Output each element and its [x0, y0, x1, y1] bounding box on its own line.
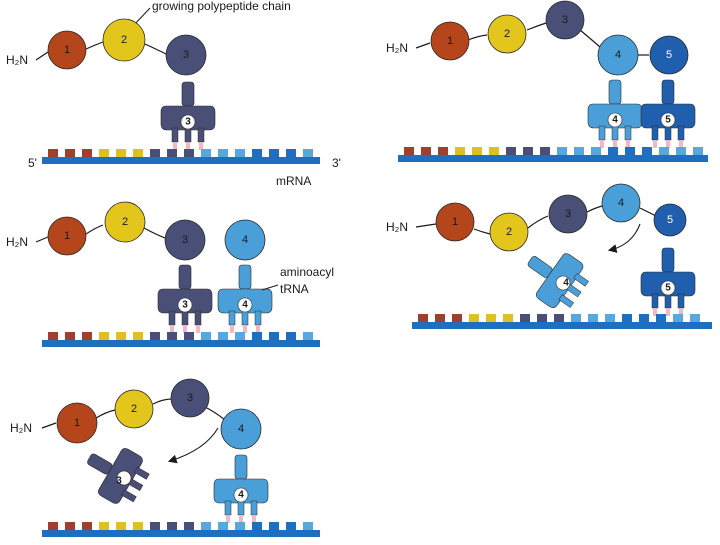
residue-5 — [649, 35, 689, 75]
panel-5: H₂N 1 2 3 4 5 5 4 — [386, 183, 712, 329]
residue-2-number: 2 — [121, 34, 127, 46]
trna-5-number: 5 — [665, 115, 671, 126]
trna-5 — [640, 79, 696, 148]
mrna-strand-3 — [42, 522, 320, 537]
release-arrow — [607, 223, 641, 253]
residue-1-number: 1 — [452, 216, 458, 228]
trna-5 — [640, 247, 696, 316]
panel-1: growing polypeptide chain H₂N 1 2 3 5' 3… — [6, 0, 341, 188]
released-trna-3-number: 3 — [116, 476, 122, 487]
residue-4 — [220, 408, 262, 450]
trna-5-number: 5 — [665, 283, 671, 294]
residue-3 — [165, 34, 207, 76]
residue-1 — [56, 402, 98, 444]
residue-5 — [653, 203, 687, 237]
residue-2-number: 2 — [504, 28, 510, 40]
residue-1 — [47, 216, 87, 256]
residue-3-number: 3 — [183, 49, 189, 61]
residue-3 — [545, 0, 585, 40]
mrna-strand-1 — [42, 149, 320, 164]
residue-2 — [104, 201, 146, 243]
residue-5-number: 5 — [666, 49, 672, 61]
trna-4 — [213, 454, 269, 523]
residue-4-number: 4 — [615, 49, 621, 61]
mrna-strand-5 — [412, 314, 712, 329]
panel-3: H₂N 1 2 3 4 4 3 — [10, 378, 320, 537]
residue-1-number: 1 — [64, 230, 70, 242]
residue-4-number: 4 — [238, 423, 244, 435]
three-prime-label: 3' — [332, 156, 341, 170]
released-trna-3 — [87, 448, 150, 504]
amino-terminus-label: H₂N — [386, 220, 408, 234]
panel-2: H₂N 1 2 3 4 aminoacyl tRNA 3 4 — [6, 201, 334, 347]
residue-3 — [548, 194, 588, 234]
residue-2-number: 2 — [122, 216, 128, 228]
amino-terminus-label: H₂N — [10, 421, 32, 435]
release-arrow — [167, 427, 219, 464]
residue-4 — [601, 183, 641, 223]
residue-3 — [164, 219, 206, 261]
aminoacyl-pointer — [261, 284, 279, 291]
residue-1 — [47, 30, 87, 70]
residue-1 — [435, 202, 475, 242]
trna-3-number: 3 — [185, 117, 191, 128]
residue-4 — [224, 219, 266, 261]
released-trna-4 — [527, 253, 589, 308]
residue-2-number: 2 — [506, 226, 512, 238]
residue-3-number: 3 — [187, 392, 193, 404]
trna-4-number: 4 — [238, 490, 244, 501]
residue-2 — [487, 14, 527, 54]
aminoacyl-label-line-2: tRNA — [280, 282, 309, 296]
residue-1-number: 1 — [64, 44, 70, 56]
trna-3 — [160, 81, 216, 150]
trna-4-number: 4 — [612, 115, 618, 126]
released-trna-4-number: 4 — [563, 278, 569, 289]
residue-5-number: 5 — [667, 214, 673, 226]
trna-4 — [217, 264, 273, 333]
residue-4-number: 4 — [242, 234, 248, 246]
mrna-strand-2 — [42, 332, 320, 347]
residue-1-number: 1 — [447, 35, 453, 47]
mrna-label: mRNA — [276, 174, 311, 188]
residue-1 — [430, 21, 470, 61]
trna-4 — [587, 79, 643, 148]
residue-2 — [489, 212, 529, 252]
residue-2 — [102, 18, 146, 62]
aminoacyl-label-line-1: aminoacyl — [280, 265, 334, 279]
panel-4: H₂N 1 2 3 4 5 4 5 — [386, 0, 708, 162]
residue-4-number: 4 — [618, 197, 624, 209]
residue-3 — [170, 378, 210, 418]
trna-3-number: 3 — [182, 300, 188, 311]
mrna-strand-4 — [398, 147, 708, 162]
trna-3 — [157, 264, 213, 333]
five-prime-label: 5' — [28, 156, 37, 170]
residue-2 — [114, 389, 154, 429]
residue-4 — [597, 34, 639, 76]
residue-3-number: 3 — [565, 208, 571, 220]
growing-chain-label: growing polypeptide chain — [152, 0, 291, 13]
residue-2-number: 2 — [131, 403, 137, 415]
amino-terminus-label: H₂N — [6, 235, 28, 249]
residue-3-number: 3 — [182, 234, 188, 246]
residue-3-number: 3 — [562, 14, 568, 26]
amino-terminus-label: H₂N — [386, 41, 408, 55]
trna-4-number: 4 — [242, 300, 248, 311]
amino-terminus-label: H₂N — [6, 53, 28, 67]
residue-1-number: 1 — [74, 417, 80, 429]
